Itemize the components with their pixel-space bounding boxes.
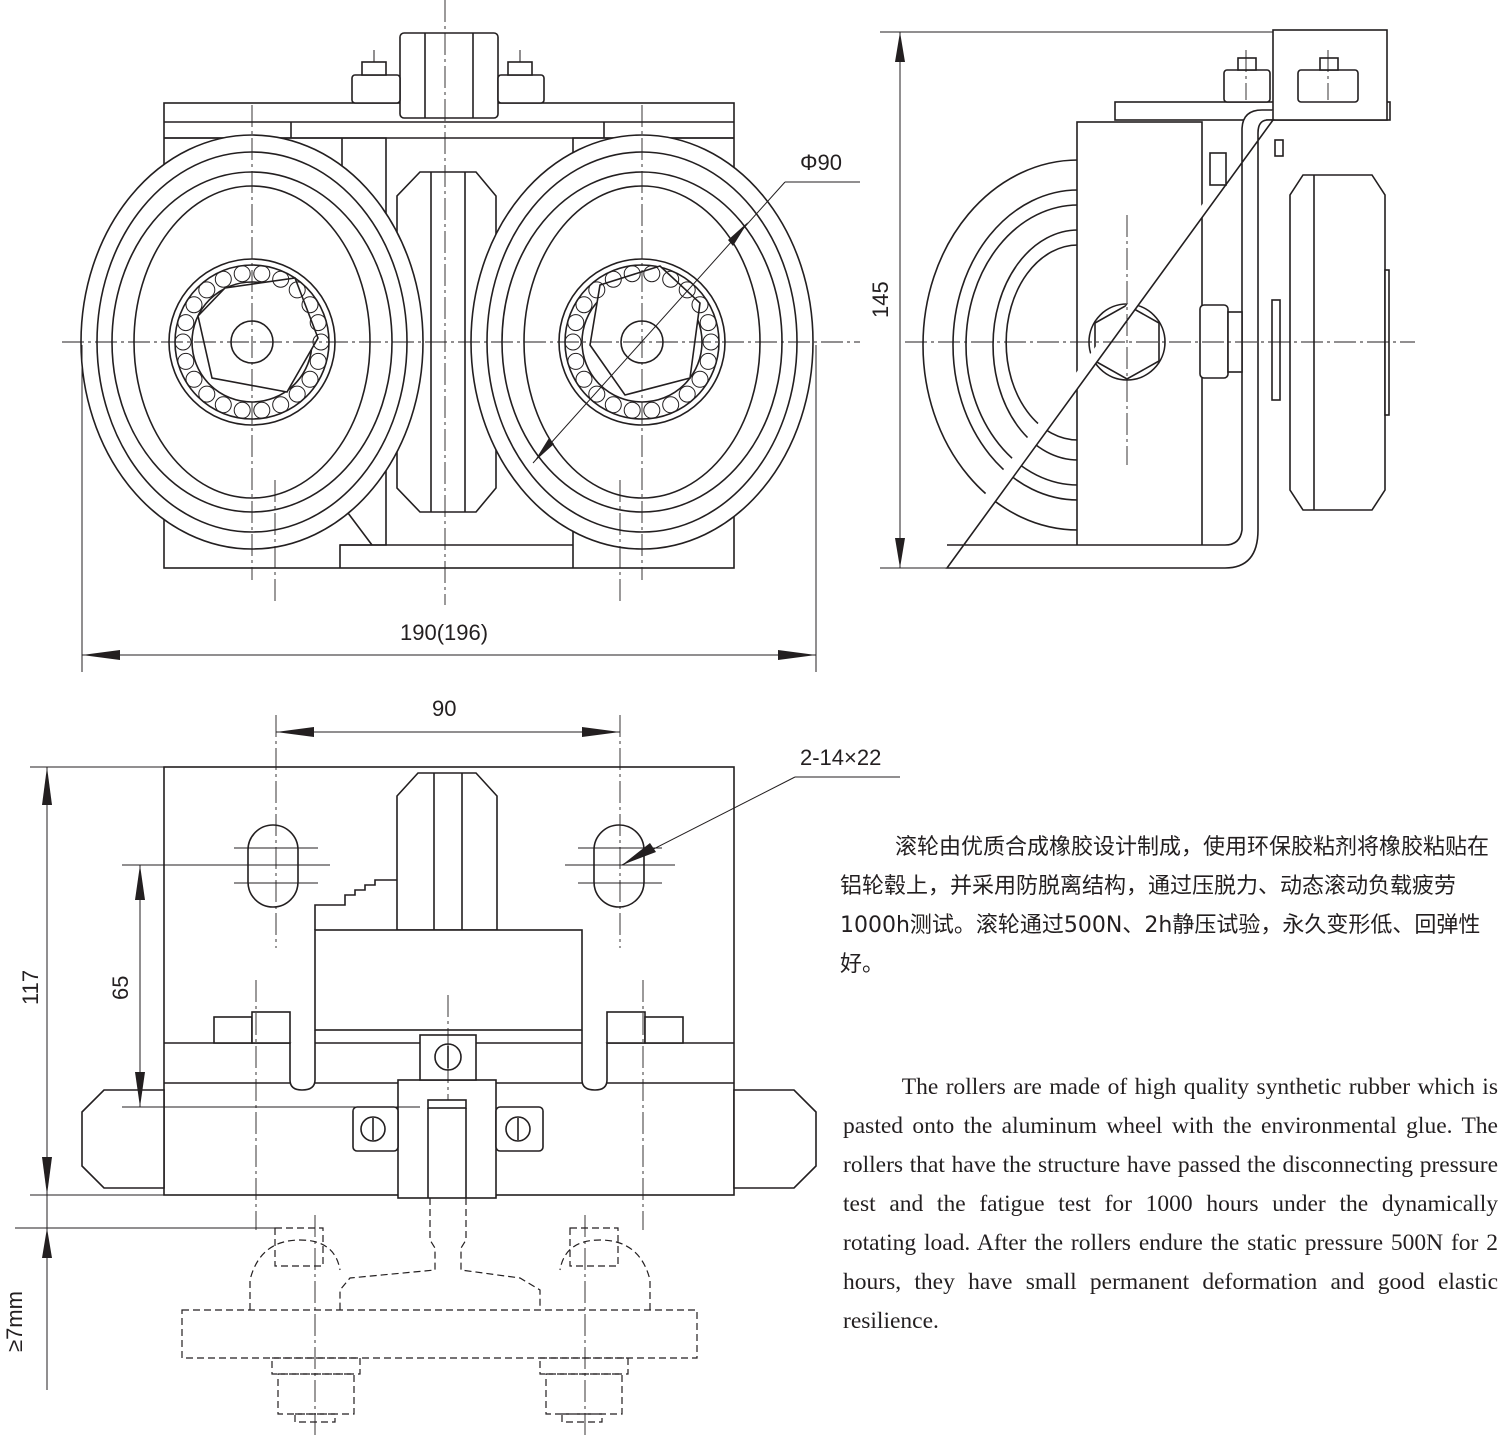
bearing-ball (214, 270, 232, 288)
bearing-ball (301, 370, 319, 388)
bearing-ball (643, 265, 661, 283)
bearing-ball (177, 352, 195, 370)
bearing-ball (309, 352, 327, 370)
bearing-ball (567, 314, 585, 332)
side-guide-roller (1289, 174, 1386, 511)
bearing-ball (691, 296, 709, 314)
mounting-slot-left (247, 824, 299, 908)
left-bearing-balls (174, 265, 330, 419)
hole-spacing-label: 90 (432, 696, 456, 721)
bearing-ball (309, 314, 327, 332)
description-english: The rollers are made of high quality syn… (843, 1074, 1498, 1334)
bearing-ball (185, 370, 203, 388)
bearing-ball (699, 314, 717, 332)
slot-spec-label: 2-14×22 (800, 745, 881, 770)
front-view: Φ90 190(196) (62, 0, 860, 672)
bearing-ball (588, 281, 606, 299)
bearing-ball (253, 265, 271, 283)
bearing-ball (604, 270, 622, 288)
bearing-ball (623, 401, 641, 419)
bearing-ball (662, 396, 680, 414)
bearing-ball (272, 270, 290, 288)
mounting-view: 90 2-14×22 117 65 ≥7mm (2, 696, 900, 1437)
bearing-ball (198, 385, 216, 403)
end-cap-left (81, 1089, 165, 1189)
bearing-ball (678, 385, 696, 403)
mounting-slot-right (593, 824, 645, 908)
bearing-ball (233, 265, 251, 283)
bearing-ball (301, 296, 319, 314)
bearing-ball (567, 352, 585, 370)
rail-clearance-label: ≥7mm (2, 1291, 27, 1352)
bearing-ball (177, 314, 195, 332)
guide-rail-hidden (181, 1198, 698, 1423)
bearing-ball (575, 370, 593, 388)
bearing-ball (588, 385, 606, 403)
bearing-ball (623, 265, 641, 283)
bearing-ball (643, 401, 661, 419)
bearing-ball (214, 396, 232, 414)
bearing-ball (691, 370, 709, 388)
bearing-ball (604, 396, 622, 414)
bearing-ball (662, 270, 680, 288)
bearing-ball (253, 401, 271, 419)
end-cap-right (733, 1089, 817, 1189)
bearing-ball (185, 296, 203, 314)
side-height-label: 145 (868, 281, 893, 318)
bearing-ball (288, 385, 306, 403)
overall-height-label: 117 (18, 970, 43, 1005)
description-chinese: 滚轮由优质合成橡胶设计制成，使用环保胶粘剂将橡胶粘贴在铝轮毂上，并采用防脱离结构… (840, 835, 1490, 977)
bearing-ball (575, 296, 593, 314)
bearing-ball (699, 352, 717, 370)
side-view: 145 (868, 29, 1415, 569)
roller-diameter-label: Φ90 (800, 150, 842, 175)
bearing-ball (288, 281, 306, 299)
bearing-ball (272, 396, 290, 414)
overall-width-label: 190(196) (400, 620, 488, 645)
slot-to-base-label: 65 (108, 976, 133, 1000)
right-bearing-balls (564, 265, 720, 419)
bearing-ball (678, 281, 696, 299)
top-roller (399, 32, 499, 119)
bearing-ball (233, 401, 251, 419)
bearing-ball (198, 281, 216, 299)
